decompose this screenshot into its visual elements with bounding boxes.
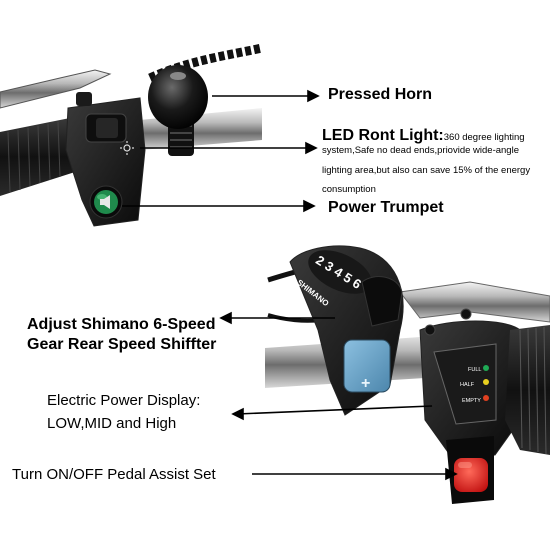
gear-indicator-window	[308, 250, 372, 294]
led-desc-line3: lighting area,but also can save 15% of t…	[322, 165, 531, 176]
led-desc-line1: 360 degree lighting	[443, 132, 525, 143]
arrow-power-display	[236, 405, 433, 415]
sun-icon	[120, 141, 134, 155]
label-led-light: LED Ront Light:360 degree lighting	[322, 127, 525, 145]
callout-arrows	[122, 89, 458, 481]
label-power-trumpet: Power Trumpet	[328, 199, 444, 216]
bottom-handlebar-assembly: 2 3 4 5 6 SHIMANO + FULL HALF EMPTY	[265, 245, 550, 504]
grip-right	[505, 325, 550, 455]
horn-button[interactable]	[89, 185, 123, 219]
grip-left	[0, 118, 75, 196]
svg-text:+: +	[361, 375, 370, 392]
brake-lever-top	[0, 69, 112, 109]
bell-dome	[148, 65, 208, 129]
label-display-line1: Electric Power Display:	[47, 392, 201, 409]
horn-icon	[100, 195, 110, 209]
top-handlebar-assembly	[0, 43, 263, 227]
led-desc-line2: system,Safe no dead ends,priovide wide-a…	[322, 145, 519, 156]
shift-lever	[361, 276, 403, 327]
label-pedal-assist: Turn ON/OFF Pedal Assist Set	[12, 466, 216, 483]
shifter-plus-button[interactable]: +	[343, 339, 391, 393]
led-desc-line4: consumption	[322, 184, 376, 195]
brake-lever-bottom	[399, 281, 550, 323]
label-shimano-line1: Adjust Shimano 6-Speed	[27, 316, 216, 333]
display-full-text: FULL	[468, 367, 481, 373]
display-empty-text: EMPTY	[462, 398, 481, 404]
label-pressed-horn: Pressed Horn	[328, 86, 433, 103]
battery-display	[433, 343, 497, 425]
display-half-text: HALF	[460, 382, 475, 388]
pedal-assist-button[interactable]	[446, 436, 494, 504]
led-title: LED Ront Light:	[322, 127, 444, 144]
label-shimano-line2: Gear Rear Speed Shiffter	[27, 336, 217, 353]
cable-clip	[76, 92, 92, 106]
label-display-line2: LOW,MID and High	[47, 415, 177, 432]
